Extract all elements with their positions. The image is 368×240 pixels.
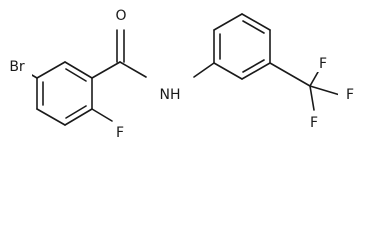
atom-f-cf3-top: F [319, 56, 327, 72]
atom-f-cf3-bottom: F [310, 115, 318, 131]
bond-c-n [119, 61, 147, 78]
bond-r3 [241, 13, 271, 31]
bond-r5-inner [242, 59, 265, 73]
atom-br: Br [9, 59, 25, 75]
atom-f-cf3-right: F [346, 87, 354, 103]
molecule-diagram: Br O NH F F F F [9, 8, 355, 141]
bond-cf3-bottom [309, 85, 315, 111]
bond-ring-carbonyl [91, 61, 121, 79]
bond-cf3-right [309, 85, 341, 96]
bond-r5 [241, 62, 271, 80]
bond-f-ring [91, 108, 113, 122]
bond-l3-inner [65, 105, 87, 119]
structure-svg: Br O NH F F F F [9, 8, 355, 141]
bond-r6 [213, 62, 243, 80]
bond-n-ring [193, 62, 215, 78]
bond-r3-inner [242, 20, 265, 34]
atom-o: O [115, 8, 126, 24]
bond-l6 [36, 61, 66, 79]
bond-r2 [213, 13, 243, 31]
bond-ring-cf3 [269, 62, 311, 87]
bond-l3 [64, 108, 93, 126]
bond-l5 [64, 61, 93, 79]
bond-l2 [36, 108, 66, 126]
atom-f-ring: F [116, 125, 124, 141]
bond-l5-inner [65, 68, 87, 82]
bond-cf3-top [309, 71, 319, 87]
atom-nh: NH [160, 87, 181, 103]
